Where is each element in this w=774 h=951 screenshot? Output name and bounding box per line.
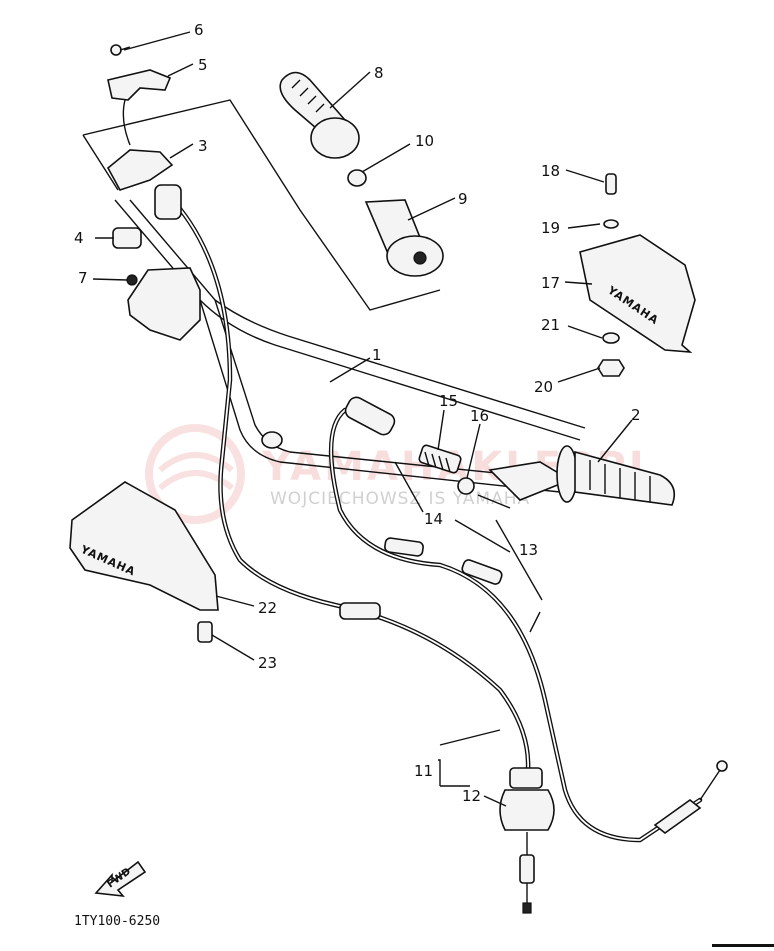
cable-sleeve-2 xyxy=(461,559,503,585)
cable-sleeve xyxy=(384,537,424,557)
callout-14: 14 xyxy=(424,510,443,528)
lever-bracket-assembly xyxy=(106,44,201,341)
callout-10: 10 xyxy=(415,132,434,150)
mount-block-4 xyxy=(112,227,142,249)
watermark-subtitle: WOJCIECHOWSZ IS YAMAHA xyxy=(270,489,530,509)
callout-19: 19 xyxy=(541,219,560,237)
fwd-arrow-icon: FWD xyxy=(94,860,147,898)
callout-23: 23 xyxy=(258,654,277,672)
callout-4: 4 xyxy=(74,229,84,247)
cable-end-fitting xyxy=(653,798,702,835)
callout-18: 18 xyxy=(541,162,560,180)
throttle-tube xyxy=(347,169,444,277)
nut-20 xyxy=(597,359,625,377)
handlebar xyxy=(114,199,586,493)
nut-16-icon xyxy=(457,477,475,495)
screw-7-icon xyxy=(126,274,138,286)
adjuster-14 xyxy=(344,396,396,436)
cable-adjuster xyxy=(154,184,182,220)
cable-end-nipple xyxy=(716,760,728,772)
leader-lines xyxy=(92,31,633,807)
callout-3: 3 xyxy=(198,137,208,155)
callout-22: 22 xyxy=(258,599,277,617)
callouts: 1 2 3 4 5 6 7 8 9 10 11 12 13 14 15 16 1… xyxy=(74,21,641,805)
switch-housing xyxy=(127,267,201,341)
callout-20: 20 xyxy=(534,378,553,396)
screw-6-icon xyxy=(110,44,122,56)
callout-9: 9 xyxy=(458,190,468,208)
callout-6: 6 xyxy=(194,21,204,39)
edge-mark xyxy=(712,944,774,947)
spacer-23 xyxy=(197,621,213,643)
callout-12: 12 xyxy=(462,787,481,805)
lever-holder xyxy=(106,149,174,191)
part-code: 1TY100-6250 xyxy=(74,914,160,929)
bar-band xyxy=(261,431,283,449)
callout-1: 1 xyxy=(372,346,382,364)
callout-2: 2 xyxy=(631,406,641,424)
washer-21 xyxy=(602,332,620,344)
collar-10 xyxy=(347,169,367,187)
callout-8: 8 xyxy=(374,64,384,82)
bolt-18 xyxy=(605,173,617,195)
right-grip xyxy=(556,445,676,506)
callout-13: 13 xyxy=(519,541,538,559)
explode-line-box xyxy=(82,99,441,311)
cable-joint xyxy=(339,602,381,620)
callout-11: 11 xyxy=(414,762,433,780)
right-hand-guard: YAMAHA xyxy=(579,173,696,377)
callout-7: 7 xyxy=(78,269,88,287)
callout-21: 21 xyxy=(541,316,560,334)
callout-15: 15 xyxy=(439,392,458,410)
watermark-logo-icon xyxy=(145,424,245,524)
watermark-logo-swoosh-icon xyxy=(158,452,234,491)
left-grip xyxy=(279,71,360,159)
lever-clamp xyxy=(107,69,172,101)
washer-19 xyxy=(603,219,619,229)
left-hand-guard: YAMAHA xyxy=(69,481,219,643)
throttle-cable xyxy=(154,184,531,773)
junction-box xyxy=(499,767,555,914)
clutch-cable xyxy=(328,407,728,843)
callout-17: 17 xyxy=(541,274,560,292)
callout-16: 16 xyxy=(470,407,489,425)
callout-5: 5 xyxy=(198,56,208,74)
right-control-housing xyxy=(344,396,572,509)
